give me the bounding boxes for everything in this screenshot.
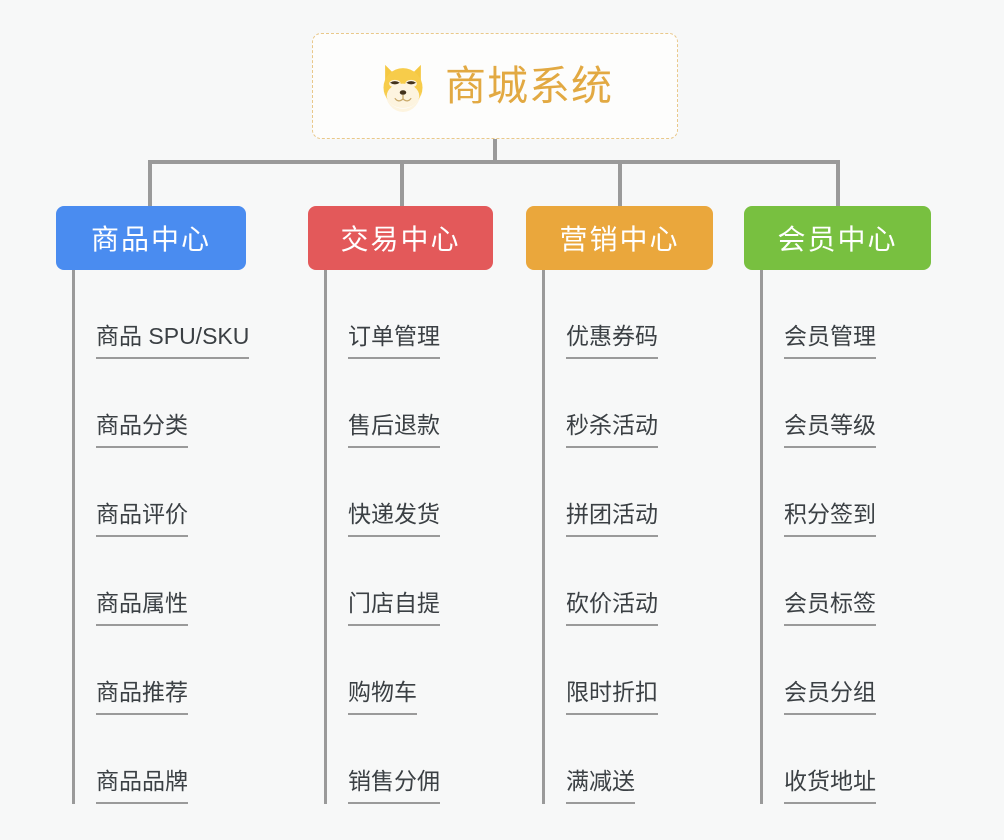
leaf-label: 会员分组 bbox=[784, 681, 876, 715]
leaf-item[interactable]: 商品推荐 bbox=[72, 626, 246, 715]
leaf-item[interactable]: 拼团活动 bbox=[542, 448, 713, 537]
leaf-label: 会员等级 bbox=[784, 414, 876, 448]
leaf-label: 购物车 bbox=[348, 681, 417, 715]
leaf-item[interactable]: 销售分佣 bbox=[324, 715, 493, 804]
leaf-label: 快递发货 bbox=[348, 503, 440, 537]
leaf-spine-3 bbox=[542, 270, 545, 804]
leaf-item[interactable]: 商品评价 bbox=[72, 448, 246, 537]
category-header-2[interactable]: 交易中心 bbox=[308, 206, 493, 270]
leaf-label: 优惠券码 bbox=[566, 325, 658, 359]
leaf-label: 积分签到 bbox=[784, 503, 876, 537]
leaf-label: 会员标签 bbox=[784, 592, 876, 626]
leaf-item[interactable]: 秒杀活动 bbox=[542, 359, 713, 448]
leaf-label: 商品品牌 bbox=[96, 770, 188, 804]
leaf-item[interactable]: 商品 SPU/SKU bbox=[72, 270, 250, 359]
connector-drop-4 bbox=[836, 160, 840, 206]
leaf-item[interactable]: 会员管理 bbox=[760, 270, 931, 359]
category-header-1[interactable]: 商品中心 bbox=[56, 206, 246, 270]
leaf-item[interactable]: 满减送 bbox=[542, 715, 713, 804]
leaf-label: 拼团活动 bbox=[566, 503, 658, 537]
branch-column-2: 交易中心 订单管理 售后退款 快递发货 门店自提 购物车 销售分佣 bbox=[308, 206, 493, 804]
leaf-spine-1 bbox=[72, 270, 75, 804]
branch-column-4: 会员中心 会员管理 会员等级 积分签到 会员标签 会员分组 收货地址 bbox=[744, 206, 931, 804]
connector-root-stem bbox=[493, 139, 497, 164]
leaf-label: 砍价活动 bbox=[566, 592, 658, 626]
leaf-item[interactable]: 商品分类 bbox=[72, 359, 246, 448]
leaf-label: 商品评价 bbox=[96, 503, 188, 537]
leaf-item[interactable]: 售后退款 bbox=[324, 359, 493, 448]
category-header-4[interactable]: 会员中心 bbox=[744, 206, 931, 270]
leaf-label: 限时折扣 bbox=[566, 681, 658, 715]
leaf-label: 满减送 bbox=[566, 770, 635, 804]
leaf-item[interactable]: 优惠券码 bbox=[542, 270, 713, 359]
category-header-3[interactable]: 营销中心 bbox=[526, 206, 713, 270]
branch-column-3: 营销中心 优惠券码 秒杀活动 拼团活动 砍价活动 限时折扣 满减送 bbox=[526, 206, 713, 804]
leaf-list-3: 优惠券码 秒杀活动 拼团活动 砍价活动 限时折扣 满减送 bbox=[542, 270, 713, 804]
shiba-dog-face-icon bbox=[383, 64, 423, 112]
leaf-item[interactable]: 购物车 bbox=[324, 626, 493, 715]
leaf-label: 订单管理 bbox=[348, 325, 440, 359]
leaf-spine-4 bbox=[760, 270, 763, 804]
leaf-list-2: 订单管理 售后退款 快递发货 门店自提 购物车 销售分佣 bbox=[324, 270, 493, 804]
leaf-spine-2 bbox=[324, 270, 327, 804]
leaf-list-4: 会员管理 会员等级 积分签到 会员标签 会员分组 收货地址 bbox=[760, 270, 931, 804]
leaf-item[interactable]: 商品属性 bbox=[72, 537, 246, 626]
leaf-item[interactable]: 订单管理 bbox=[324, 270, 493, 359]
leaf-item[interactable]: 快递发货 bbox=[324, 448, 493, 537]
leaf-label: 销售分佣 bbox=[348, 770, 440, 804]
leaf-label: 商品分类 bbox=[96, 414, 188, 448]
leaf-item[interactable]: 限时折扣 bbox=[542, 626, 713, 715]
leaf-item[interactable]: 积分签到 bbox=[760, 448, 931, 537]
connector-drop-3 bbox=[618, 160, 622, 206]
leaf-item[interactable]: 收货地址 bbox=[760, 715, 931, 804]
root-node[interactable]: 商城系统 bbox=[312, 33, 678, 139]
leaf-item[interactable]: 会员分组 bbox=[760, 626, 931, 715]
root-title: 商城系统 bbox=[445, 62, 613, 109]
leaf-item[interactable]: 砍价活动 bbox=[542, 537, 713, 626]
connector-drop-2 bbox=[400, 160, 404, 206]
leaf-label: 商品推荐 bbox=[96, 681, 188, 715]
leaf-item[interactable]: 会员等级 bbox=[760, 359, 931, 448]
leaf-label: 售后退款 bbox=[348, 414, 440, 448]
leaf-item[interactable]: 商品品牌 bbox=[72, 715, 246, 804]
leaf-item[interactable]: 门店自提 bbox=[324, 537, 493, 626]
leaf-label: 门店自提 bbox=[348, 592, 440, 626]
leaf-label: 收货地址 bbox=[784, 770, 876, 804]
leaf-list-1: 商品 SPU/SKU 商品分类 商品评价 商品属性 商品推荐 商品品牌 bbox=[72, 270, 250, 804]
leaf-label: 会员管理 bbox=[784, 325, 876, 359]
connector-horizontal-bus bbox=[148, 160, 840, 164]
branch-column-1: 商品中心 商品 SPU/SKU 商品分类 商品评价 商品属性 商品推荐 商品品牌 bbox=[56, 206, 250, 804]
leaf-label: 秒杀活动 bbox=[566, 414, 658, 448]
leaf-label: 商品属性 bbox=[96, 592, 188, 626]
leaf-item[interactable]: 会员标签 bbox=[760, 537, 931, 626]
connector-drop-1 bbox=[148, 160, 152, 206]
leaf-label: 商品 SPU/SKU bbox=[96, 325, 250, 359]
